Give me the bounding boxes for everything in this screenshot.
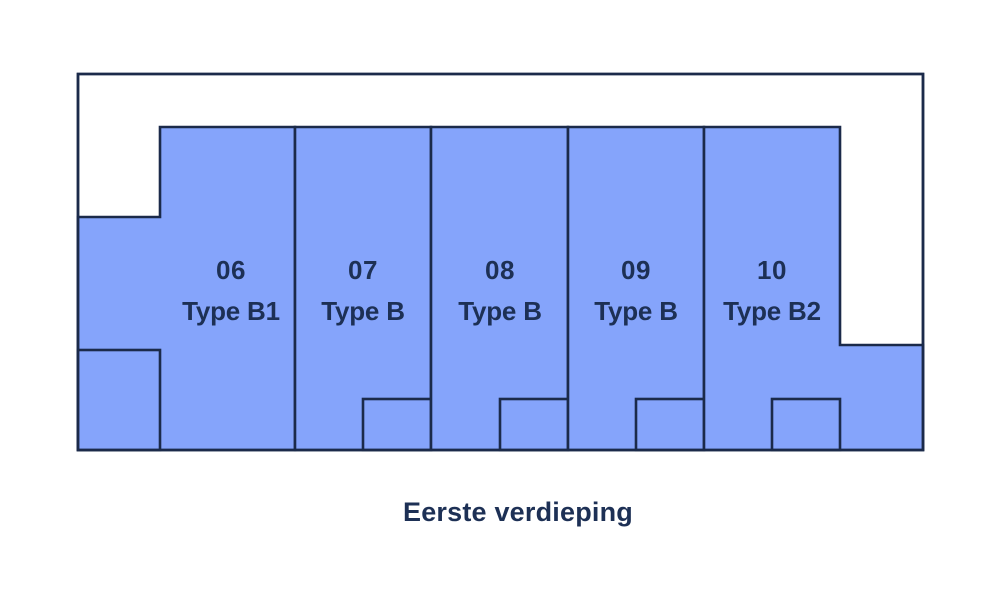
unit-09[interactable]: 09 Type B [566,125,706,452]
unit-08[interactable]: 08 Type B [429,125,570,452]
unit-10-type: Type B2 [723,296,821,326]
unit-07-balcony [361,397,433,452]
unit-10[interactable]: 10 Type B2 [702,125,925,452]
unit-10-number: 10 [757,255,787,285]
unit-06-type: Type B1 [182,296,280,326]
floor-caption: Eerste verdieping [403,497,633,527]
unit-09-type: Type B [594,296,678,326]
unit-07-type: Type B [321,296,405,326]
unit-08-balcony [498,397,570,452]
unit-09-balcony [634,397,706,452]
unit-10-balcony [770,397,842,452]
unit-08-type: Type B [458,296,542,326]
units-group: 06 Type B1 07 Type B 08 Type B 0 [76,125,925,452]
unit-07[interactable]: 07 Type B [293,125,433,452]
building-outline-overlay [76,72,925,452]
unit-07-number: 07 [348,255,378,285]
unit-08-number: 08 [485,255,515,285]
unit-06-number: 06 [216,255,246,285]
unit-06-balcony [76,348,162,452]
unit-09-number: 09 [621,255,651,285]
